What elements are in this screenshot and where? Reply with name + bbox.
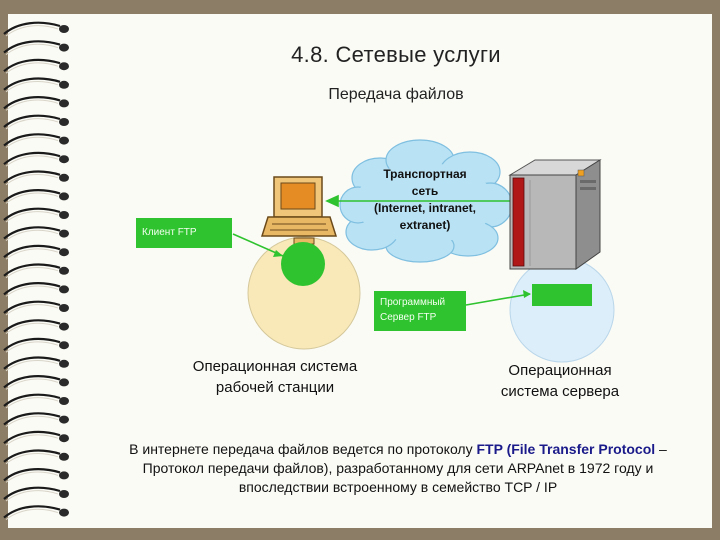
spiral-ring — [3, 412, 69, 427]
cloud-label-line-2: сеть — [411, 184, 439, 198]
spiral-ring — [3, 114, 69, 130]
client-ftp-tag: Клиент FTP — [136, 218, 232, 248]
workstation-os-line-2: рабочей станции — [215, 379, 335, 396]
spiral-ring — [3, 319, 69, 334]
spiral-ring — [3, 96, 69, 111]
spiral-ring — [3, 356, 69, 372]
server-os-label: Операционная система сервера — [470, 360, 650, 402]
spiral-ring — [3, 393, 69, 409]
spiral-ring — [3, 375, 69, 390]
spiral-ring — [3, 21, 69, 37]
spiral-ring — [3, 170, 69, 186]
spiral-ring — [3, 300, 69, 316]
server-ftp-label-1: Программный — [380, 297, 446, 308]
spiral-ring — [3, 244, 69, 260]
workstation-os-label: Операционная система рабочей станции — [160, 356, 390, 398]
server-icon — [508, 159, 602, 270]
server-os-circle — [509, 257, 615, 363]
spiral-ring — [3, 40, 69, 55]
caption-part-1: В интернете передача файлов ведется по п… — [129, 441, 477, 457]
caption-part-2: – Протокол передачи файлов), разработанн… — [142, 441, 667, 495]
client-ftp-label: Клиент FTP — [142, 227, 197, 238]
caption-ftp: FTP (File Transfer Protocol — [476, 441, 656, 457]
cloud-label-line-1: Транспортная — [383, 167, 467, 181]
spiral-ring — [3, 468, 69, 483]
cloud-label-line-3: (Internet, intranet, — [373, 201, 476, 215]
workstation-os-circle — [247, 236, 361, 350]
server-ftp-label-2: Сервер FTP — [380, 312, 437, 323]
spiral-ring — [3, 58, 69, 74]
spiral-ring — [3, 226, 69, 241]
server-os-line-2: система сервера — [500, 383, 620, 400]
spiral-ring — [3, 189, 69, 204]
cloud-label-line-4: extranet) — [399, 218, 451, 232]
spiral-ring — [3, 282, 69, 297]
caption: В интернете передача файлов ведется по п… — [108, 440, 688, 497]
server-ftp-marker — [465, 284, 592, 306]
spiral-ring — [3, 207, 69, 223]
slide-subtitle: Передача файлов — [328, 86, 464, 103]
slide-title: 4.8. Сетевые услуги — [291, 42, 501, 67]
spiral-ring — [3, 337, 69, 353]
spiral-ring — [3, 263, 69, 279]
computer-icon — [260, 176, 338, 245]
spiral-ring — [3, 133, 69, 148]
spiral-ring — [3, 77, 69, 93]
spiral-ring — [3, 151, 69, 167]
client-ftp-marker — [232, 233, 325, 286]
workstation-os-line-1: Операционная система — [192, 358, 358, 375]
spiral-ring — [3, 486, 69, 502]
spiral-binding — [3, 21, 69, 520]
server-ftp-tag: Программный Сервер FTP — [374, 291, 466, 331]
server-os-line-1: Операционная — [508, 362, 612, 379]
spiral-ring — [3, 505, 69, 520]
spiral-ring — [3, 449, 69, 465]
spiral-ring — [3, 430, 69, 446]
cloud-label: Транспортная сеть (Internet, intranet, e… — [350, 166, 500, 234]
